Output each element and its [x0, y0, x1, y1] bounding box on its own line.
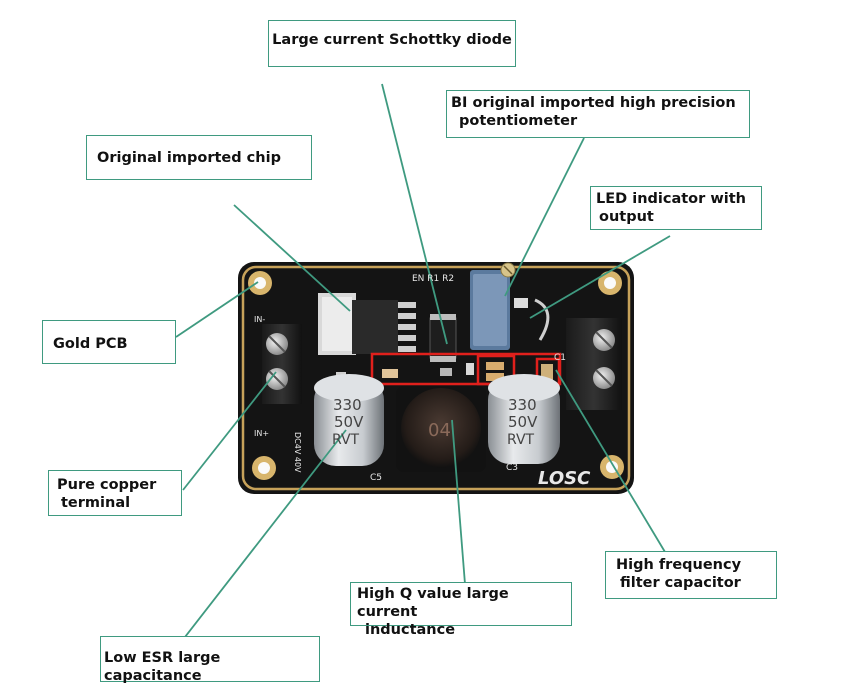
- left-pin-top: IN-: [254, 315, 265, 324]
- brand-logo: LOSC: [538, 468, 591, 489]
- mounting-hole-top-left: [248, 271, 272, 295]
- silk-top: EN R1 R2: [412, 274, 454, 284]
- potentiometer: [470, 262, 516, 350]
- capacitor-left: [314, 374, 384, 466]
- capacitor-right: [488, 374, 560, 464]
- cap-right-voltage: 50V: [508, 413, 538, 431]
- led-indicator: [514, 298, 550, 341]
- label-inductance: High Q value large current inductance: [350, 582, 572, 638]
- cap-right-series: RVT: [507, 432, 535, 448]
- silk-c1: C1: [554, 353, 566, 363]
- inductor: [396, 386, 486, 472]
- inductor-marking: 04: [428, 420, 451, 441]
- label-potentiometer: BI original imported high precision pote…: [446, 90, 750, 138]
- label-copper-terminal: Pure copper terminal: [48, 470, 182, 516]
- right-terminal-block: [566, 318, 622, 410]
- cap-right-value: 330: [508, 396, 537, 414]
- mounting-hole-bottom-right: [600, 455, 624, 479]
- label-schottky-diode: Large current Schottky diode: [268, 20, 516, 67]
- cap-left-series: RVT: [332, 432, 360, 448]
- silk-c3: C3: [506, 463, 518, 473]
- label-low-esr-capacitance: Low ESR large capacitance: [100, 636, 320, 684]
- left-side-text: DC4V 40V: [293, 432, 302, 473]
- label-led: LED indicator with output: [590, 186, 762, 230]
- label-gold-pcb: Gold PCB: [42, 320, 176, 364]
- mounting-hole-bottom-left: [252, 456, 276, 480]
- mounting-hole-top-right: [598, 271, 622, 295]
- label-chip: Original imported chip: [86, 135, 312, 180]
- left-terminal-block: [262, 324, 302, 404]
- regulator-chip: [318, 293, 416, 355]
- cap-left-voltage: 50V: [334, 413, 364, 431]
- left-pin-bottom: IN+: [254, 429, 269, 438]
- silk-c5: C5: [370, 473, 382, 483]
- label-filter-capacitor: High frequency filter capacitor: [605, 551, 777, 599]
- leader-lines: [175, 83, 671, 638]
- cap-left-value: 330: [333, 396, 362, 414]
